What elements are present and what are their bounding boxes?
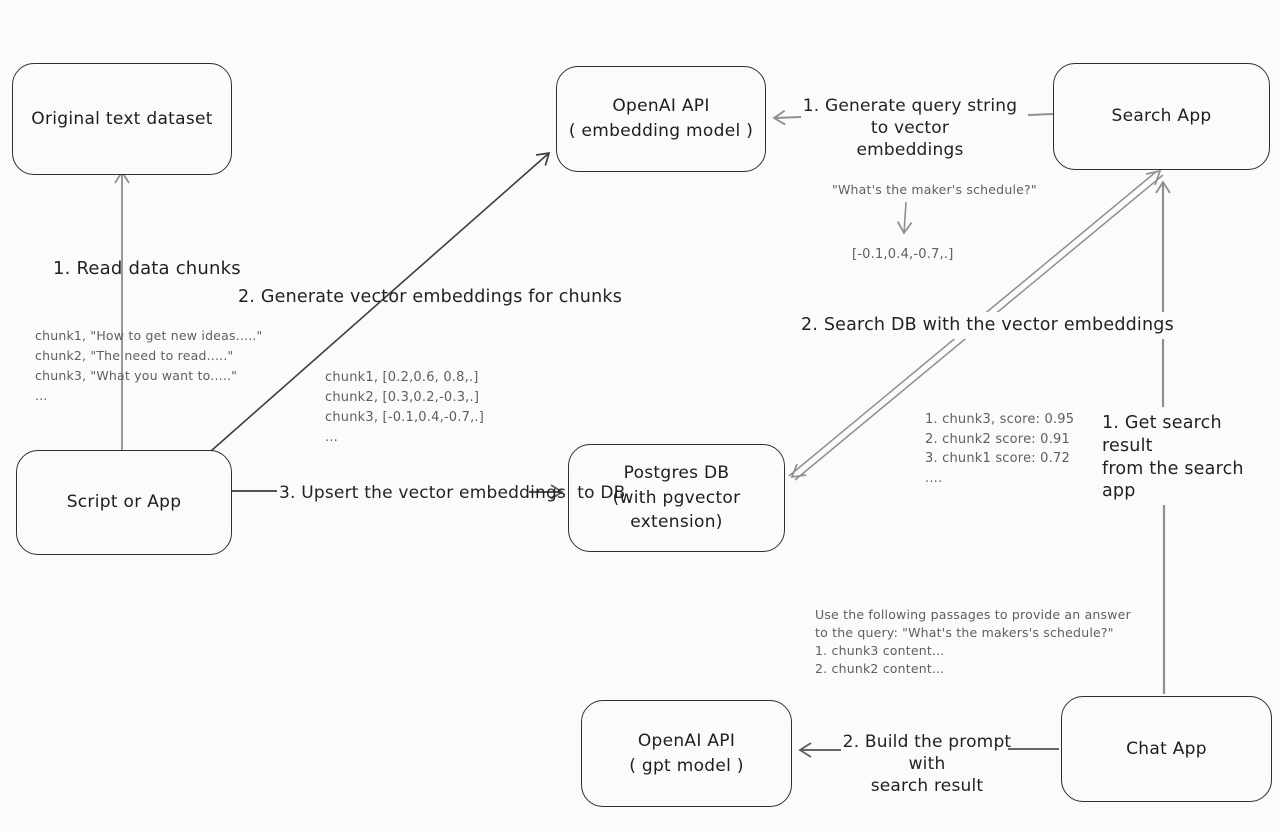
edge-label-upsert-to-db: 3. Upsert the vector embeddings to DB [279,483,626,503]
node-postgres-db: Postgres DB (with pgvector extension) [568,444,785,552]
node-label: OpenAI API ( embedding model ) [568,96,754,141]
node-label: Original text dataset [31,108,213,129]
arrow-query-embedding [896,201,913,235]
node-label: Chat App [1126,738,1207,759]
annotation-query-embedding: [-0.1,0.4,-0.7,.] [852,247,954,262]
node-label: Postgres DB (with pgvector extension) [612,463,741,533]
node-script-or-app: Script or App [16,450,232,555]
annotation-chunk-embeddings: chunk1, [0.2,0.6, 0.8,.] chunk2, [0.3,0.… [325,370,485,446]
edge-label-query-to-vector: 1. Generate query string to vector embed… [802,96,1018,161]
edge-label-get-search-result: 1. Get search result from the search app [1096,410,1280,505]
arrow-searchdb-head-bottom [790,463,807,479]
node-search-app: Search App [1053,63,1270,170]
node-openai-gpt-api: OpenAI API ( gpt model ) [581,700,792,807]
node-chat-app: Chat App [1061,696,1272,802]
node-label: Script or App [66,492,182,513]
node-openai-embedding-api: OpenAI API ( embedding model ) [556,66,766,172]
node-label: OpenAI API ( gpt model ) [629,730,744,776]
arrow-query-seg1 [1027,113,1054,116]
annotation-source-chunks: chunk1, "How to get new ideas....." chun… [35,328,263,403]
annotation-query-string: "What's the maker's schedule?" [832,182,1037,197]
edge-label-read-data-chunks: 1. Read data chunks [53,258,241,279]
annotation-search-scores: 1. chunk3, score: 0.95 2. chunk2 score: … [925,412,1075,486]
arrow-generate-embeddings [210,151,551,452]
edge-label-search-db: 2. Search DB with the vector embeddings [795,312,1180,339]
node-label: Search App [1111,106,1212,127]
edge-label-generate-embeddings: 2. Generate vector embeddings for chunks [238,287,623,307]
annotation-prompt-preview: Use the following passages to provide an… [815,607,1131,677]
edge-label-build-prompt: 2. Build the prompt with search result [842,732,1012,797]
node-original-text-dataset: Original text dataset [12,63,232,175]
arrow-query-seg2 [772,109,802,126]
